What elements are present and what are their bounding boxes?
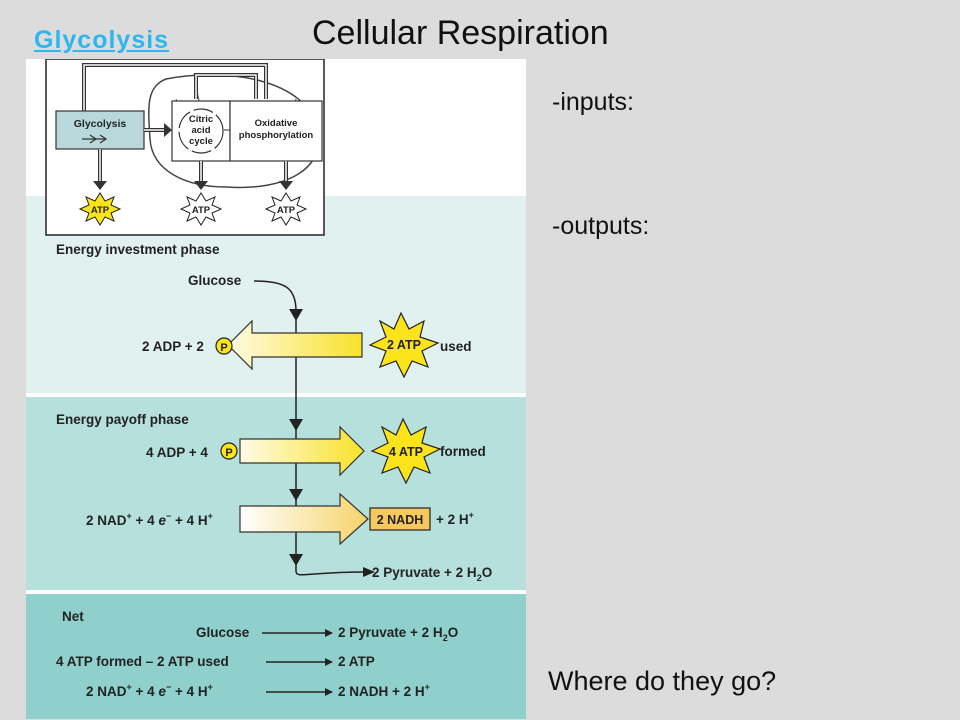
glucose-label: Glucose bbox=[188, 273, 242, 288]
net-pyruvate-label: 2 Pyruvate + 2 H2O bbox=[338, 625, 458, 643]
oxidative-line-1: Oxidative bbox=[255, 118, 298, 129]
respiration-overview-inset: Glycolysis Citric acid cycle Oxidative p… bbox=[45, 59, 325, 236]
citric-line-3: cycle bbox=[189, 136, 213, 147]
payoff-nadh-arrow bbox=[239, 492, 369, 546]
glycolysis-link[interactable]: Glycolysis bbox=[34, 26, 170, 54]
atp-label-1: ATP bbox=[91, 205, 110, 216]
net-atp-left: 4 ATP formed – 2 ATP used bbox=[56, 654, 229, 669]
slide-title: Cellular Respiration bbox=[312, 14, 609, 52]
oxidative-box bbox=[229, 100, 323, 162]
glycolysis-diagram: Glycolysis Citric acid cycle Oxidative p… bbox=[26, 59, 526, 719]
investment-arrow bbox=[227, 319, 363, 371]
payoff-pyruvate-label: 2 Pyruvate + 2 H2O bbox=[372, 565, 492, 583]
payoff-nad-label: 2 NAD+ + 4 e− + 4 H+ bbox=[86, 511, 213, 528]
net-atp-right: 2 ATP bbox=[338, 654, 375, 669]
inputs-label: -inputs: bbox=[552, 88, 634, 116]
payoff-adp-label: 4 ADP + 4 bbox=[146, 445, 208, 460]
oxidative-line-2: phosphorylation bbox=[239, 130, 314, 141]
citric-line-2: acid bbox=[191, 125, 210, 136]
citric-line-1: Citric bbox=[189, 114, 213, 125]
payoff-heading: Energy payoff phase bbox=[56, 412, 189, 427]
payoff-panel bbox=[26, 395, 526, 592]
net-nad-left: 2 NAD+ + 4 e− + 4 H+ bbox=[86, 682, 213, 699]
net-heading: Net bbox=[62, 609, 84, 624]
investment-heading: Energy investment phase bbox=[56, 242, 220, 257]
atp-label-2: ATP bbox=[192, 205, 211, 216]
payoff-atp-star bbox=[370, 417, 442, 485]
investment-atp-label: 2 ATP bbox=[387, 338, 421, 352]
outputs-label: -outputs: bbox=[552, 212, 650, 240]
phosphate-icon-2 bbox=[220, 442, 238, 460]
atp-star-white-1 bbox=[179, 192, 223, 226]
nadh-box bbox=[369, 507, 431, 531]
net-panel bbox=[26, 592, 526, 719]
atp-star-white-2 bbox=[264, 192, 308, 226]
question-text: Where do they go? bbox=[548, 666, 777, 696]
payoff-atp-arrow bbox=[239, 425, 365, 477]
investment-atp-star bbox=[368, 311, 440, 379]
investment-used-label: used bbox=[440, 339, 472, 354]
phosphate-icon-1 bbox=[215, 337, 233, 355]
overview-glycolysis-label: Glycolysis bbox=[74, 118, 127, 130]
payoff-atp-label: 4 ATP bbox=[389, 445, 423, 459]
atp-label-3: ATP bbox=[277, 205, 296, 216]
glycolysis-box bbox=[55, 110, 145, 150]
payoff-nadh-label: 2 NADH bbox=[377, 513, 424, 527]
phosphate-label-2: P bbox=[225, 447, 232, 459]
investment-adp-label: 2 ADP + 2 bbox=[142, 339, 204, 354]
payoff-formed-label: formed bbox=[440, 444, 486, 459]
phosphate-label-1: P bbox=[220, 342, 227, 354]
net-glucose-label: Glucose bbox=[196, 625, 250, 640]
atp-star-yellow bbox=[78, 192, 122, 226]
net-nadh-right: 2 NADH + 2 H+ bbox=[338, 682, 430, 699]
payoff-nadh-right: + 2 H+ bbox=[436, 510, 474, 527]
